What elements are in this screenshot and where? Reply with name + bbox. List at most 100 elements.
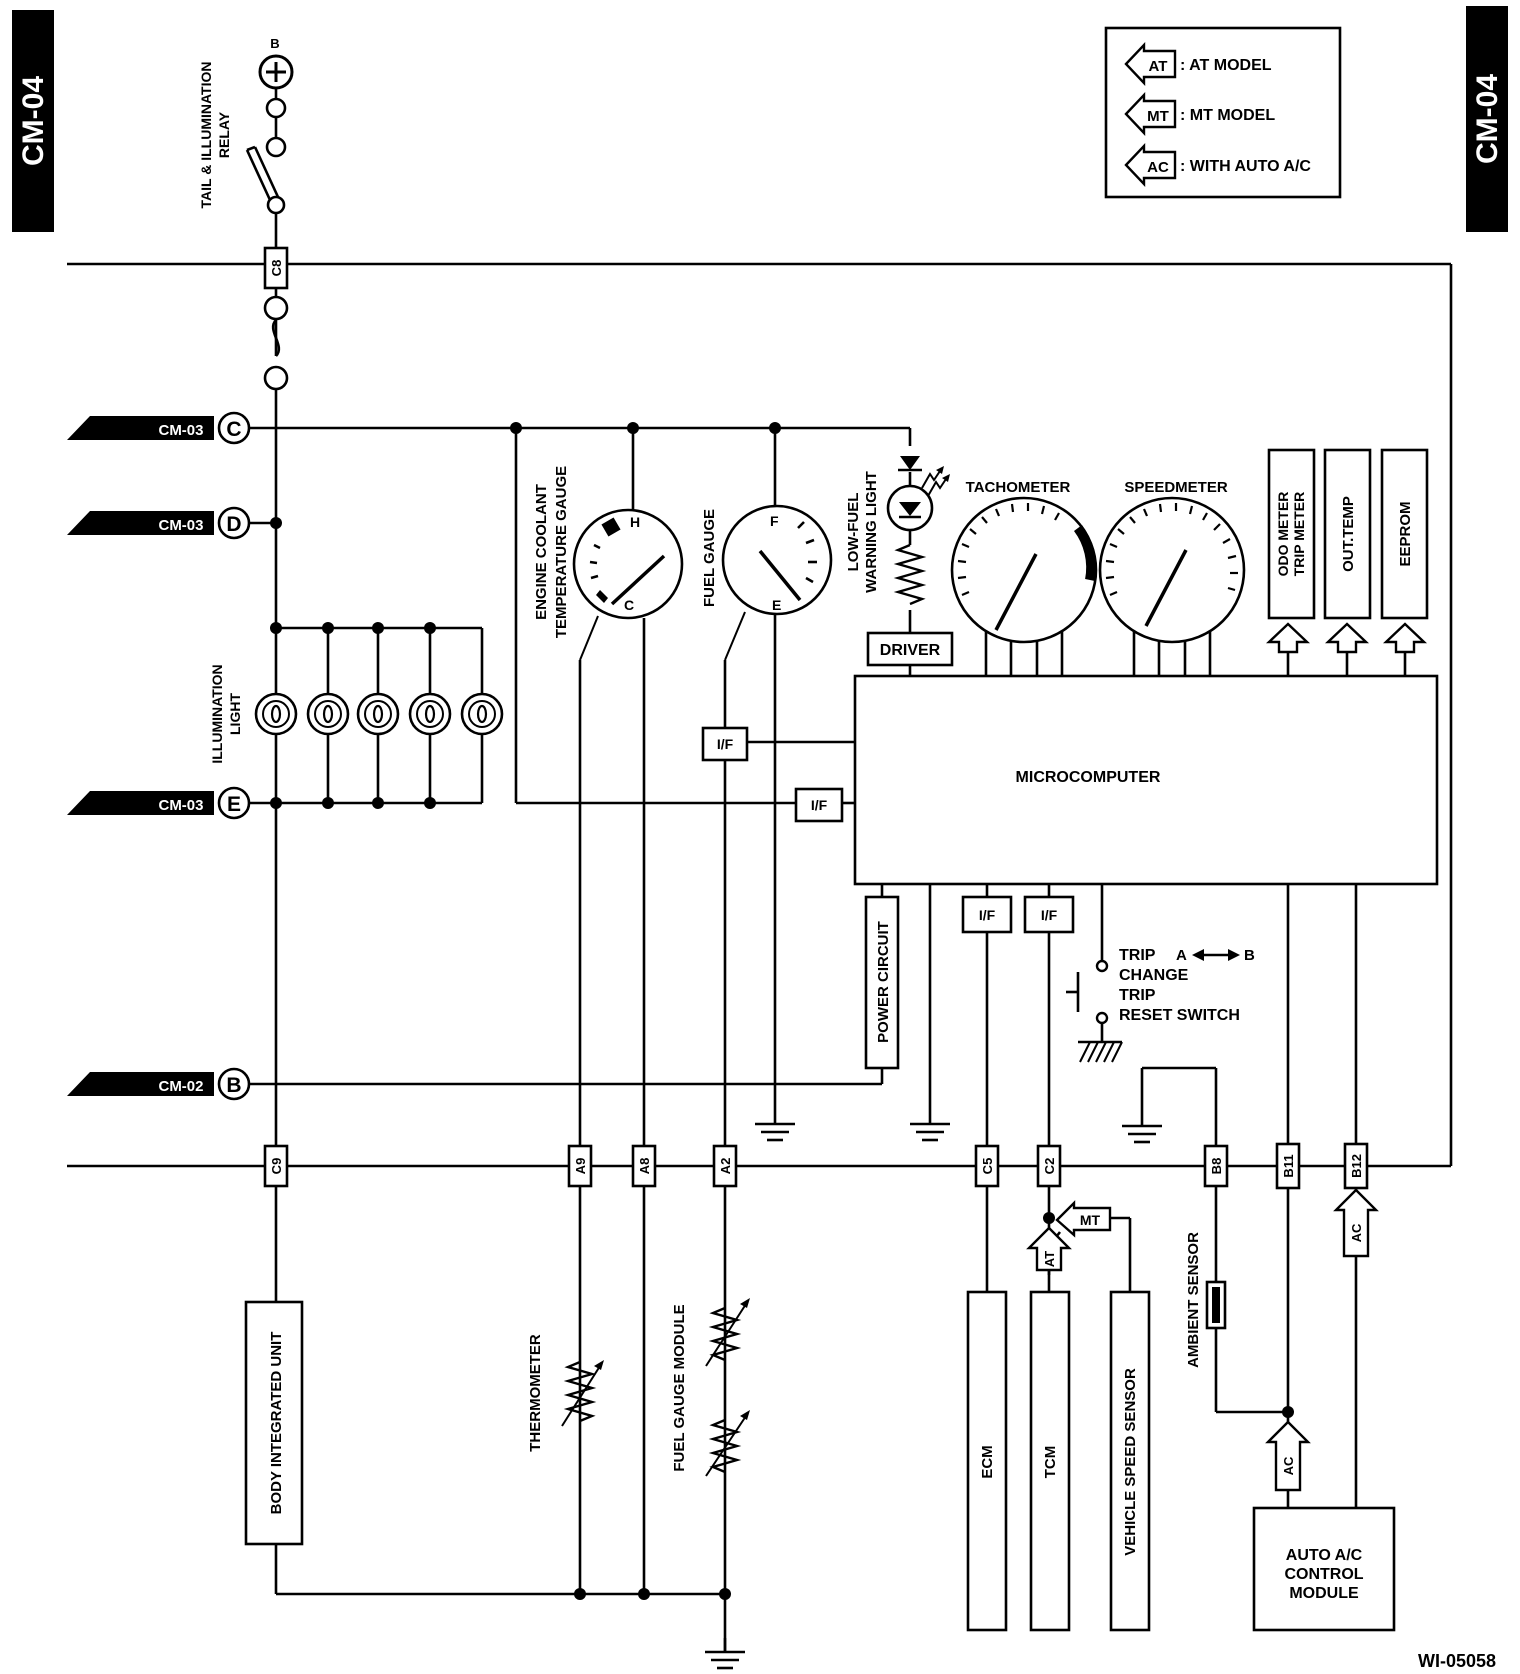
eeprom-label: EEPROM — [1397, 501, 1414, 566]
interface-fuel-label: I/F — [717, 736, 734, 752]
battery-supply-label: B — [270, 36, 279, 51]
junction-dots — [270, 422, 1294, 1600]
page-tab-left: CM-04 — [12, 10, 54, 232]
connector-a8: A8 — [631, 1144, 657, 1188]
offpage-c-ref: CM-03 — [158, 422, 203, 439]
offpage-e-ref: CM-03 — [158, 797, 203, 814]
tail-illumination-relay: TAIL & ILLUMINATION RELAY — [198, 62, 287, 215]
coolant-gauge-low-mark: C — [624, 597, 634, 613]
ecm-box: ECM — [966, 1290, 1008, 1632]
connector-b11: B11 — [1275, 1142, 1301, 1190]
trip-switch-line3: TRIP — [1119, 987, 1156, 1004]
ground-ambient — [1120, 1110, 1164, 1144]
low-fuel-warning-light: LOW-FUEL WARNING LIGHT — [845, 456, 950, 606]
offpage-b-letter: B — [226, 1074, 241, 1097]
connector-b12: B12 — [1343, 1142, 1369, 1190]
ac-module-line3: MODULE — [1289, 1585, 1359, 1602]
ac-tag-b12-label: AC — [1349, 1223, 1364, 1242]
coolant-gauge-label-line1: ENGINE COOLANT — [533, 484, 550, 620]
tcm-box: TCM — [1029, 1290, 1071, 1632]
trip-switch-b: B — [1244, 947, 1255, 964]
mt-model-tag-label: MT — [1080, 1212, 1101, 1228]
vss-label: VEHICLE SPEED SENSOR — [1122, 1368, 1139, 1556]
eeprom-box: EEPROM — [1380, 448, 1429, 654]
interface-tcm-label: I/F — [1041, 907, 1058, 923]
speedometer-label: SPEEDMETER — [1124, 479, 1228, 496]
driver-label: DRIVER — [880, 642, 941, 659]
ac-module-line2: CONTROL — [1284, 1566, 1363, 1583]
trip-switch-line4: RESET SWITCH — [1119, 1007, 1240, 1024]
ecm-label: ECM — [979, 1445, 996, 1478]
connector-a9-label: A9 — [573, 1158, 588, 1175]
battery-supply-b: B — [258, 36, 294, 90]
relay-label-line2: RELAY — [216, 111, 232, 158]
legend-mt-code: MT — [1147, 108, 1169, 125]
at-model-tag-label: AT — [1042, 1251, 1057, 1267]
ambient-sensor-label: AMBIENT SENSOR — [1185, 1232, 1202, 1368]
connector-a2: A2 — [712, 1144, 738, 1188]
page-tab-right-label: CM-04 — [1471, 74, 1504, 164]
connector-b8-label: B8 — [1209, 1158, 1224, 1175]
mt-model-tag: MT — [1055, 1200, 1112, 1238]
ground-fuel-gauge — [753, 1108, 797, 1142]
odo-meter-label: ODO METER — [1275, 492, 1291, 577]
legend-mt-text: : MT MODEL — [1180, 107, 1275, 124]
relay-label-line1: TAIL & ILLUMINATION — [198, 62, 214, 209]
trip-switch-a: A — [1176, 947, 1187, 964]
coolant-gauge-label-line2: TEMPERATURE GAUGE — [553, 466, 570, 638]
connector-b11-label: B11 — [1281, 1154, 1296, 1177]
connector-c2: C2 — [1036, 1144, 1062, 1188]
out-temp-label: OUT.TEMP — [1340, 496, 1357, 572]
driver-box: DRIVER — [866, 631, 954, 667]
speedometer-scale — [1105, 503, 1238, 597]
fuel-gauge: F E FUEL GAUGE — [701, 504, 833, 616]
microcomputer-label: MICROCOMPUTER — [1016, 769, 1161, 786]
offpage-d-letter: D — [226, 513, 241, 536]
illumination-label-line1: ILLUMINATION — [209, 664, 225, 763]
connector-a9: A9 — [567, 1144, 593, 1188]
offpage-d-ref: CM-03 — [158, 517, 203, 534]
out-temp-box: OUT.TEMP — [1323, 448, 1372, 654]
coolant-gauge-high-mark: H — [630, 514, 640, 530]
trip-meter-label: TRIP METER — [1291, 492, 1307, 577]
interface-fuel: I/F — [701, 726, 749, 762]
fuse — [263, 295, 289, 391]
low-fuel-label-line1: LOW-FUEL — [845, 493, 862, 572]
legend-at-code: AT — [1149, 58, 1168, 75]
connector-a2-label: A2 — [718, 1158, 733, 1175]
body-integrated-unit: BODY INTEGRATED UNIT — [244, 1300, 304, 1546]
microcomputer: MICROCOMPUTER — [853, 674, 1439, 886]
fuel-gauge-full-mark: F — [770, 513, 779, 529]
legend-at-text: : AT MODEL — [1180, 57, 1272, 74]
body-unit-label: BODY INTEGRATED UNIT — [268, 1332, 285, 1515]
page-tab-right: CM-04 — [1466, 6, 1508, 232]
thermometer: THERMOMETER — [527, 1334, 604, 1452]
ground-bottom — [703, 1636, 747, 1670]
tachometer-needle — [994, 553, 1038, 631]
connector-c9-label: C9 — [269, 1158, 284, 1175]
offpage-c-letter: C — [226, 418, 241, 441]
interface-ecm: I/F — [961, 895, 1013, 934]
connector-c2-label: C2 — [1042, 1158, 1057, 1175]
illumination-lights: ILLUMINATION LIGHT — [209, 664, 504, 764]
ac-module-line1: AUTO A/C — [1286, 1547, 1363, 1564]
connector-a8-label: A8 — [637, 1158, 652, 1175]
vehicle-speed-sensor-box: VEHICLE SPEED SENSOR — [1109, 1290, 1151, 1632]
fuel-module-label: FUEL GAUGE MODULE — [671, 1304, 688, 1471]
legend-ac-text: : WITH AUTO A/C — [1180, 158, 1311, 175]
trip-switch-line2: CHANGE — [1119, 967, 1189, 984]
speedometer: SPEEDMETER — [1098, 479, 1246, 644]
engine-coolant-temperature-gauge: H C ENGINE COOLANT TEMPERATURE GAUGE — [533, 466, 684, 638]
fuel-gauge-module: FUEL GAUGE MODULE — [671, 1298, 750, 1477]
model-legend: AT : AT MODEL MT : MT MODEL AC : WITH AU… — [1104, 26, 1342, 199]
ambient-sensor: AMBIENT SENSOR — [1185, 1232, 1227, 1368]
power-circuit-label: POWER CIRCUIT — [875, 921, 892, 1043]
interface-tcm: I/F — [1023, 895, 1075, 934]
low-fuel-label-line2: WARNING LIGHT — [863, 471, 880, 593]
fuel-gauge-empty-mark: E — [772, 597, 781, 613]
power-circuit: POWER CIRCUIT — [864, 895, 900, 1070]
auto-ac-control-module: AUTO A/C CONTROL MODULE — [1252, 1506, 1396, 1632]
offpage-b-ref: CM-02 — [158, 1078, 203, 1095]
connector-c8-label: C8 — [269, 260, 284, 277]
page-tab-left-label: CM-04 — [17, 76, 50, 166]
